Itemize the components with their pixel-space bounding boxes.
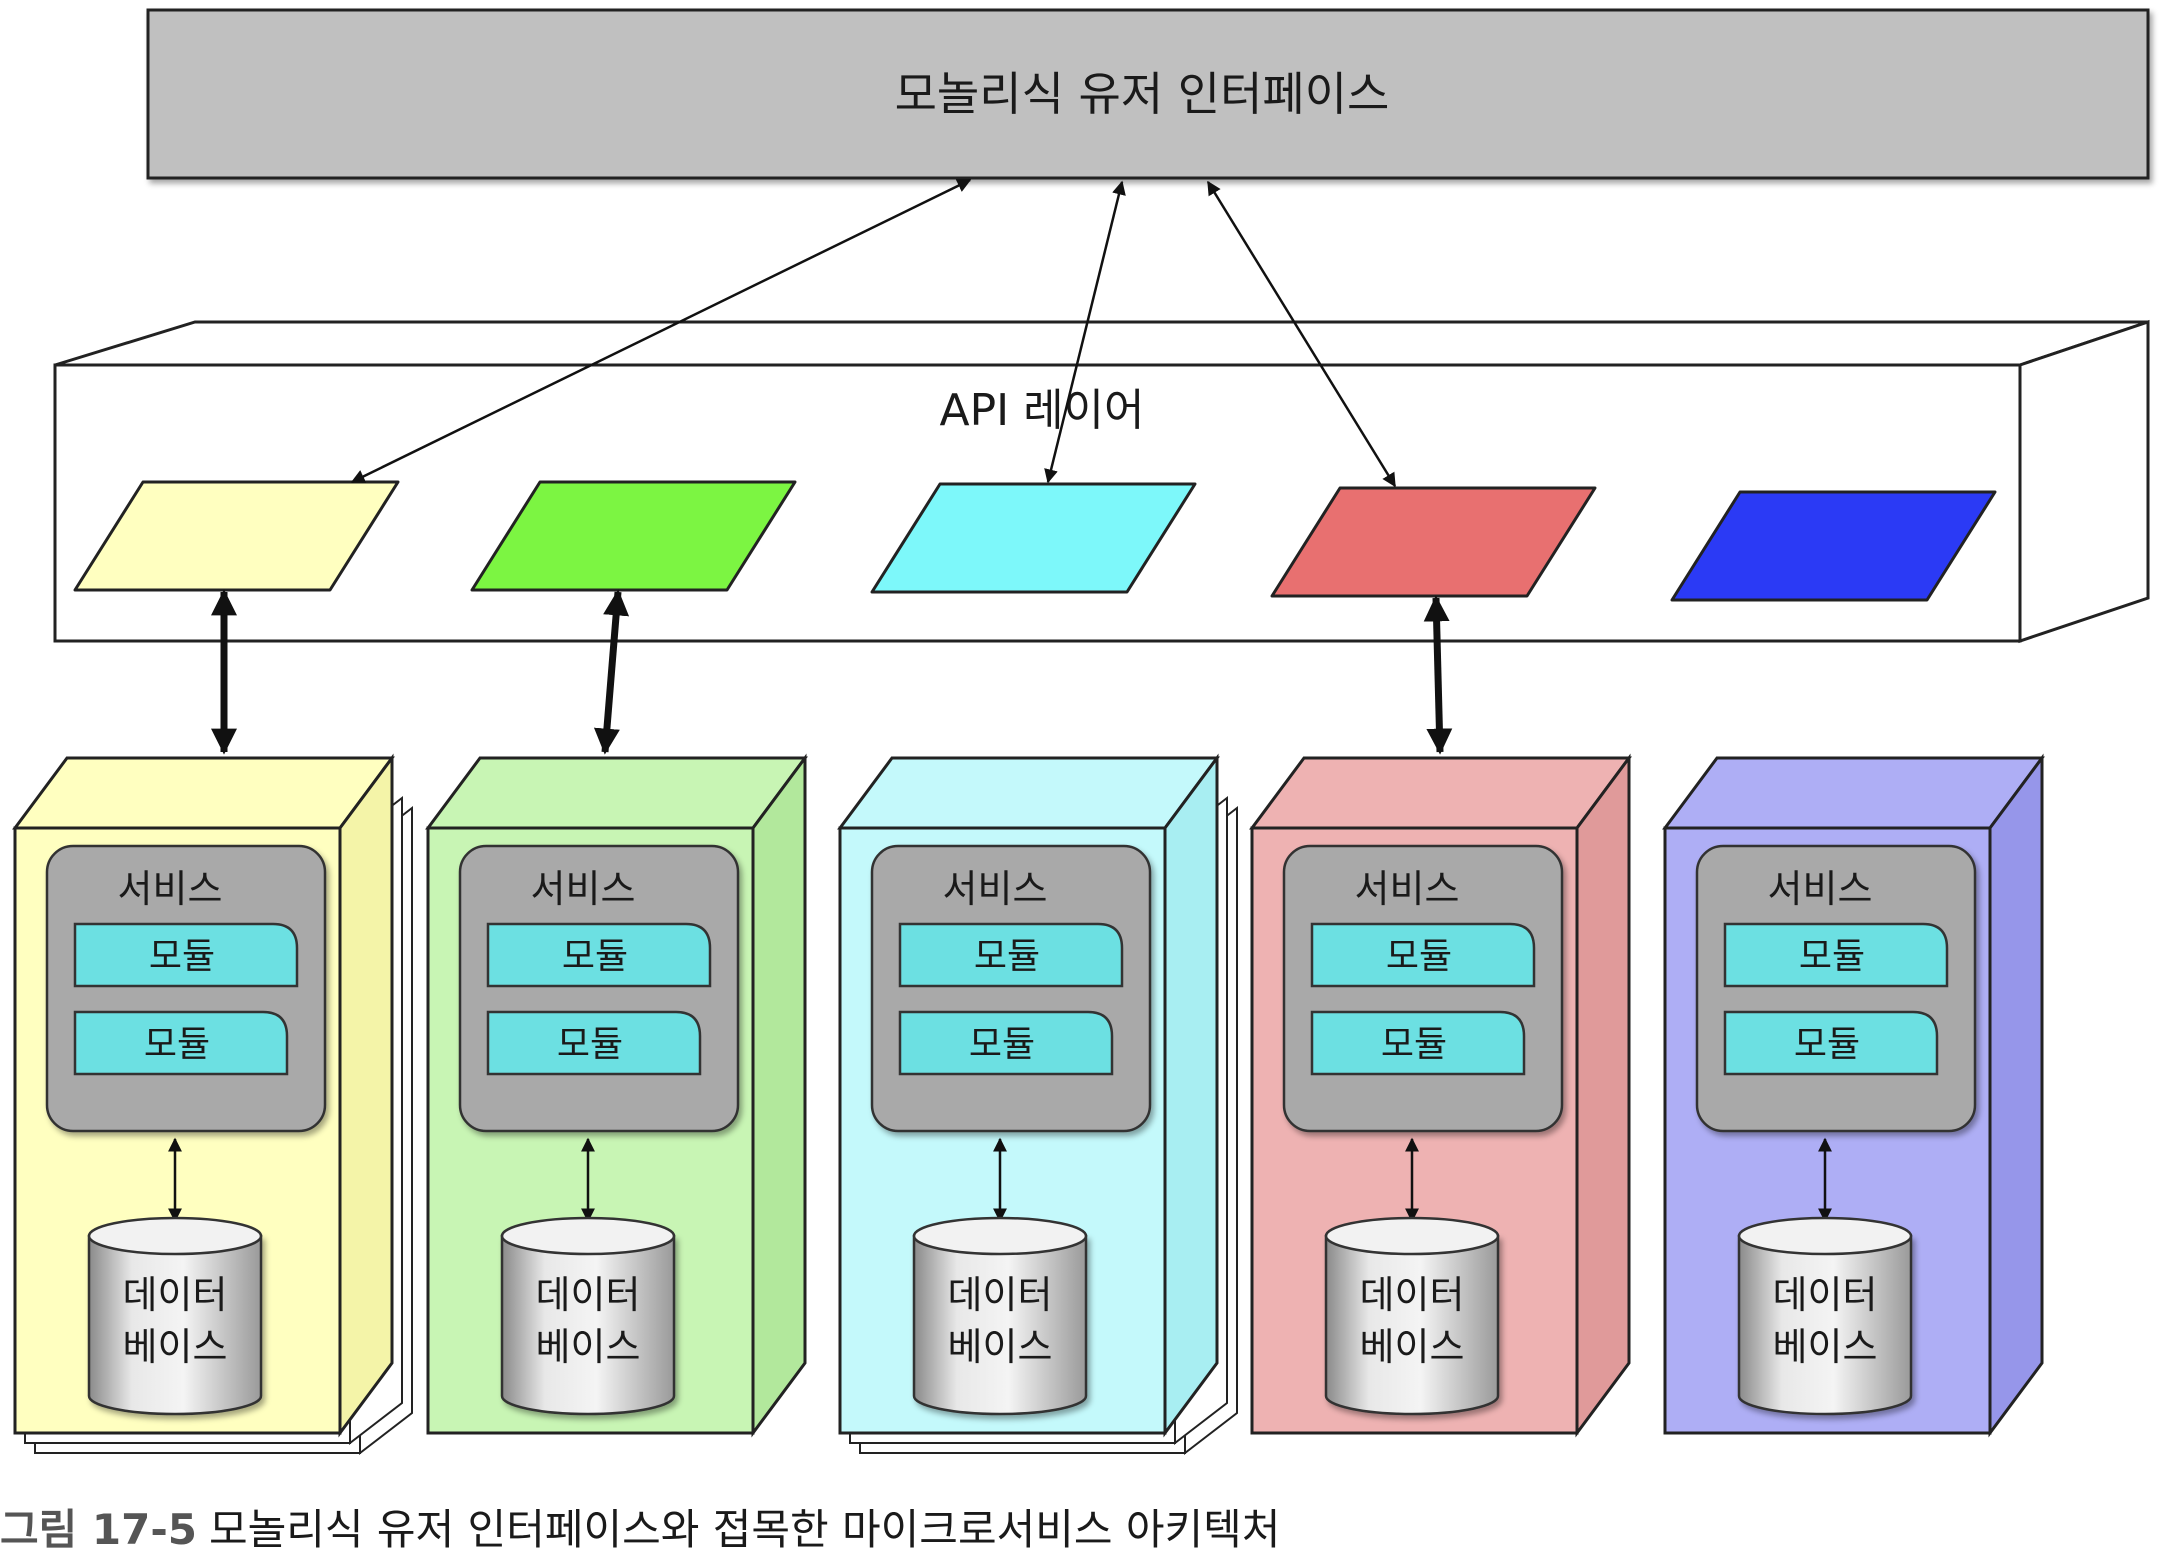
module-label: 모듈 bbox=[557, 1024, 623, 1065]
service-box-side bbox=[338, 753, 394, 1438]
module-label: 모듈 bbox=[974, 936, 1040, 977]
endpoint2-service2-arrow bbox=[593, 589, 630, 755]
api-endpoint-5 bbox=[1670, 490, 1997, 602]
database-cylinder bbox=[1737, 1234, 1913, 1416]
database-label-line1: 데이터 bbox=[1360, 1273, 1465, 1317]
module-box bbox=[898, 922, 1124, 988]
module-label: 모듈 bbox=[1386, 936, 1452, 977]
module-box bbox=[73, 1010, 289, 1076]
service-label: 서비스 bbox=[531, 867, 636, 911]
api-endpoint-1 bbox=[73, 480, 400, 592]
endpoint4-service4-arrow bbox=[1423, 595, 1453, 755]
api-layer-label: API 레이어 bbox=[939, 385, 1144, 436]
monolithic-ui-label: 모놀리식 유저 인터페이스 bbox=[895, 67, 1390, 121]
service-box-side bbox=[1575, 753, 1631, 1438]
database-label-line1: 데이터 bbox=[948, 1273, 1053, 1317]
module-box bbox=[1310, 922, 1536, 988]
ui-api-arrows bbox=[350, 178, 1397, 488]
module-box bbox=[1723, 922, 1949, 988]
service-box-side bbox=[1988, 753, 2044, 1438]
database-label-line2: 베이스 bbox=[948, 1325, 1053, 1369]
module-label: 모듈 bbox=[1794, 1024, 1860, 1065]
database-cylinder bbox=[87, 1234, 263, 1416]
figure-number: 그림 17-5 bbox=[0, 1505, 198, 1554]
database-label-line1: 데이터 bbox=[536, 1273, 641, 1317]
database-label-line2: 베이스 bbox=[1773, 1325, 1878, 1369]
api-endpoints bbox=[73, 480, 1997, 602]
microservices: 서비스모듈모듈데이터베이스서비스모듈모듈데이터베이스서비스모듈모듈데이터베이스서… bbox=[12, 753, 2045, 1456]
module-box bbox=[486, 922, 712, 988]
service-box-top bbox=[1249, 756, 1632, 830]
module-label: 모듈 bbox=[144, 1024, 210, 1065]
module-label: 모듈 bbox=[149, 936, 215, 977]
service-box-side bbox=[751, 753, 807, 1438]
api-endpoint-3 bbox=[870, 482, 1197, 594]
database-label-line2: 베이스 bbox=[123, 1325, 228, 1369]
module-box bbox=[486, 1010, 702, 1076]
ui-endpoint3-arrow bbox=[1044, 180, 1126, 484]
figure-caption-text: 모놀리식 유저 인터페이스와 접목한 마이크로서비스 아키텍처 bbox=[209, 1505, 1281, 1554]
module-box bbox=[1723, 1010, 1939, 1076]
service-box-top bbox=[837, 756, 1220, 830]
service-box-top bbox=[1662, 756, 2045, 830]
database-cylinder bbox=[500, 1234, 676, 1416]
module-box bbox=[898, 1010, 1114, 1076]
service-label: 서비스 bbox=[1768, 867, 1873, 911]
module-label: 모듈 bbox=[969, 1024, 1035, 1065]
service-box-top bbox=[12, 756, 395, 830]
database-cylinder bbox=[1324, 1234, 1500, 1416]
module-label: 모듈 bbox=[1381, 1024, 1447, 1065]
service-box-side bbox=[1163, 753, 1219, 1438]
ui-endpoint4-arrow bbox=[1206, 180, 1397, 488]
monolithic-ui-box: 모놀리식 유저 인터페이스 bbox=[146, 8, 2150, 180]
database-label-line1: 데이터 bbox=[1773, 1273, 1878, 1317]
module-label: 모듈 bbox=[562, 936, 628, 977]
api-service-arrows bbox=[211, 589, 1453, 755]
database-label-line2: 베이스 bbox=[1360, 1325, 1465, 1369]
service-box-top bbox=[425, 756, 808, 830]
database-label-line1: 데이터 bbox=[123, 1273, 228, 1317]
module-box bbox=[1310, 1010, 1526, 1076]
service-label: 서비스 bbox=[943, 867, 1048, 911]
module-box bbox=[73, 922, 299, 988]
database-cylinder bbox=[912, 1234, 1088, 1416]
module-label: 모듈 bbox=[1799, 936, 1865, 977]
ui-endpoint1-arrow bbox=[350, 178, 972, 484]
service-label: 서비스 bbox=[118, 867, 223, 911]
service-label: 서비스 bbox=[1355, 867, 1460, 911]
api-endpoint-4 bbox=[1270, 486, 1597, 598]
database-label-line2: 베이스 bbox=[536, 1325, 641, 1369]
